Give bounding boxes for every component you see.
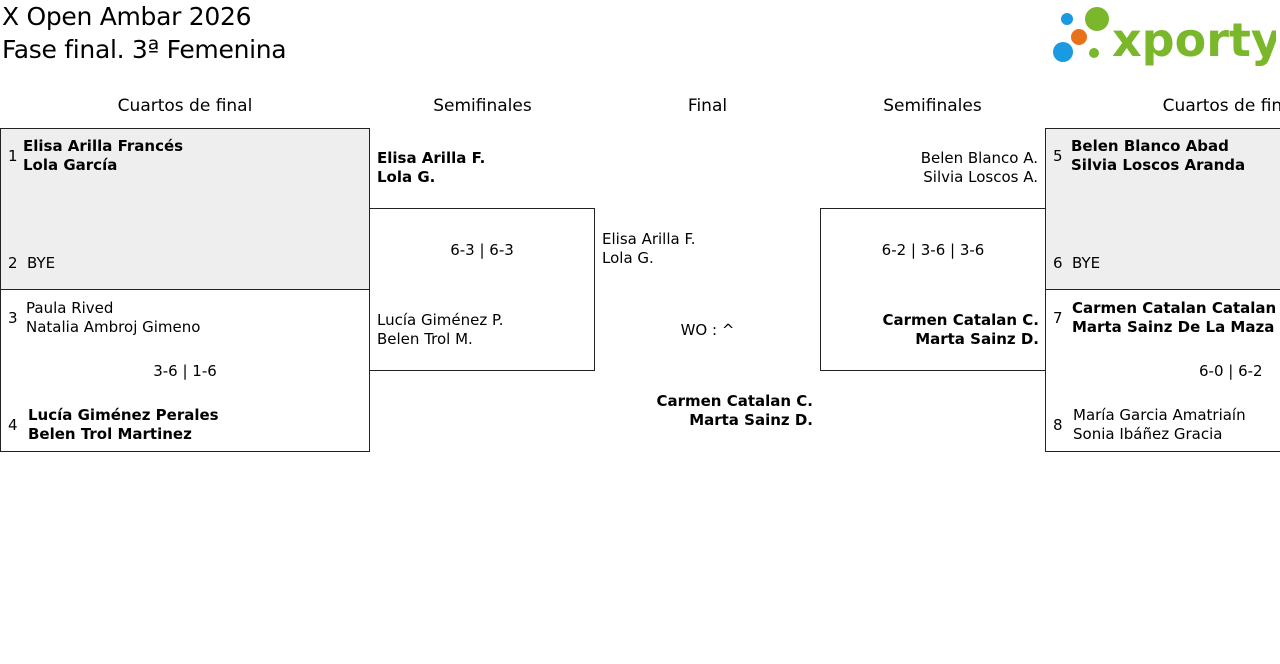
round-left-semis: Semifinales [433, 96, 532, 116]
phase-title: Fase final. 3ª Femenina [2, 35, 287, 64]
bye-label: BYE [1072, 254, 1101, 272]
tournament-title: X Open Ambar 2026 [2, 2, 252, 31]
seed-number: 4 [8, 416, 18, 434]
player-name: Paula Rived [26, 299, 114, 317]
player-name: Lucía Giménez P. [377, 311, 504, 329]
right-quarter-match-2[interactable]: 7 Carmen Catalan Catalan Marta Sainz De … [1045, 289, 1280, 452]
seed-number: 8 [1053, 416, 1063, 434]
player-name: Belen Trol M. [377, 330, 473, 348]
logo-dot-blue [1061, 13, 1073, 25]
player-name: Elisa Arilla F. [377, 149, 486, 167]
player-name: Belen Blanco A. [920, 149, 1038, 167]
round-final: Final [687, 96, 728, 116]
seed-number: 1 [8, 147, 18, 165]
round-right-semis: Semifinales [883, 96, 982, 116]
player-name: Marta Sainz De La Maza Llar [1072, 318, 1280, 336]
player-name: Carmen Catalan C. [656, 392, 813, 410]
player-name: Belen Blanco Abad [1071, 137, 1229, 155]
player-name: Elisa Arilla Francés [23, 137, 184, 155]
match-score: 6-2 | 3-6 | 3-6 [881, 241, 985, 259]
logo-text: xporty [1112, 13, 1276, 67]
player-name: Elisa Arilla F. [602, 230, 696, 248]
left-quarter-match-2[interactable]: 3 Paula Rived Natalia Ambroj Gimeno 3-6 … [0, 289, 370, 452]
player-name: Natalia Ambroj Gimeno [26, 318, 201, 336]
match-score: 6-0 | 6-2 [1199, 362, 1263, 380]
player-name: Carmen Catalan Catalan [1072, 299, 1277, 317]
right-quarter-match-1[interactable]: 5 Belen Blanco Abad Silvia Loscos Aranda… [1045, 128, 1280, 290]
bye-label: BYE [27, 254, 56, 272]
final-match[interactable]: Elisa Arilla F. Lola G. WO : ^ Carmen Ca… [595, 208, 820, 438]
xporty-logo[interactable]: xporty [1050, 4, 1276, 68]
logo-dot-orange [1071, 29, 1087, 45]
logo-dot-blue-large [1053, 42, 1073, 62]
match-score: WO : ^ [680, 321, 735, 339]
player-name: María Garcia Amatriaín [1073, 406, 1246, 424]
player-name: Silvia Loscos A. [923, 168, 1038, 186]
player-name: Belen Trol Martinez [28, 425, 192, 443]
seed-number: 7 [1053, 309, 1063, 327]
logo-dot-green [1085, 7, 1109, 31]
seed-number: 2 [8, 254, 18, 272]
player-name: Lola G. [602, 249, 654, 267]
player-name: Sonia Ibáñez Gracia [1073, 425, 1223, 443]
left-semi-match[interactable]: 6-3 | 6-3 Lucía Giménez P. Belen Trol M. [369, 208, 595, 371]
player-name: Lucía Giménez Perales [28, 406, 219, 424]
seed-number: 5 [1053, 147, 1063, 165]
left-quarter-match-1[interactable]: 1 Elisa Arilla Francés Lola García 2 BYE [0, 128, 370, 290]
player-name: Lola García [23, 156, 118, 174]
match-score: 3-6 | 1-6 [153, 362, 217, 380]
seed-number: 3 [8, 309, 18, 327]
round-left-quarters: Cuartos de final [117, 96, 253, 116]
player-name: Marta Sainz D. [915, 330, 1039, 348]
logo-dot-green-small [1089, 48, 1099, 58]
player-name: Silvia Loscos Aranda [1071, 156, 1246, 174]
right-semi-match[interactable]: 6-2 | 3-6 | 3-6 Carmen Catalan C. Marta … [820, 208, 1046, 371]
match-score: 6-3 | 6-3 [450, 241, 514, 259]
player-name: Marta Sainz D. [689, 411, 813, 429]
round-right-quarters: Cuartos de final [1162, 96, 1280, 116]
seed-number: 6 [1053, 254, 1063, 272]
player-name: Carmen Catalan C. [882, 311, 1039, 329]
player-name: Lola G. [377, 168, 436, 186]
